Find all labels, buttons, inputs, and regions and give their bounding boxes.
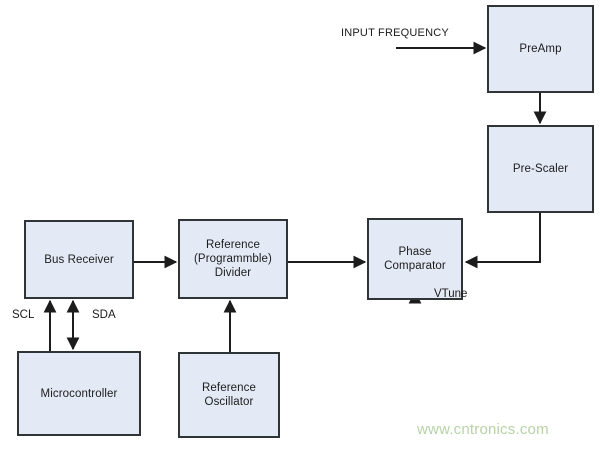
site-watermark: www.cntronics.com bbox=[417, 421, 549, 438]
label-sda: SDA bbox=[92, 309, 116, 321]
label-scl: SCL bbox=[12, 309, 35, 321]
block-phase-comparator[interactable]: Phase Comparator bbox=[367, 218, 463, 300]
label-vtune: VTune bbox=[434, 288, 468, 300]
block-microcontroller[interactable]: Microcontroller bbox=[17, 351, 141, 436]
block-pre-scaler-label: Pre-Scaler bbox=[512, 163, 569, 175]
block-bus-receiver-label: Bus Receiver bbox=[44, 253, 114, 266]
block-microcontroller-label: Microcontroller bbox=[40, 387, 118, 400]
block-preamp-label: PreAmp bbox=[519, 43, 562, 55]
block-reference-divider-label: Reference (Programmble) Divider bbox=[194, 239, 272, 279]
block-pre-scaler[interactable]: Pre-Scaler bbox=[487, 125, 594, 213]
block-phase-comparator-label: Phase Comparator bbox=[384, 246, 446, 272]
block-reference-oscillator-label: Reference Oscillator bbox=[202, 382, 256, 408]
block-reference-divider[interactable]: Reference (Programmble) Divider bbox=[178, 219, 288, 299]
label-input-frequency: INPUT FREQUENCY bbox=[341, 27, 449, 39]
block-preamp[interactable]: PreAmp bbox=[487, 5, 594, 93]
wire-prescaler-to-phase-comparator bbox=[464, 213, 541, 269]
block-reference-oscillator[interactable]: Reference Oscillator bbox=[178, 352, 280, 438]
block-bus-receiver[interactable]: Bus Receiver bbox=[24, 220, 134, 299]
